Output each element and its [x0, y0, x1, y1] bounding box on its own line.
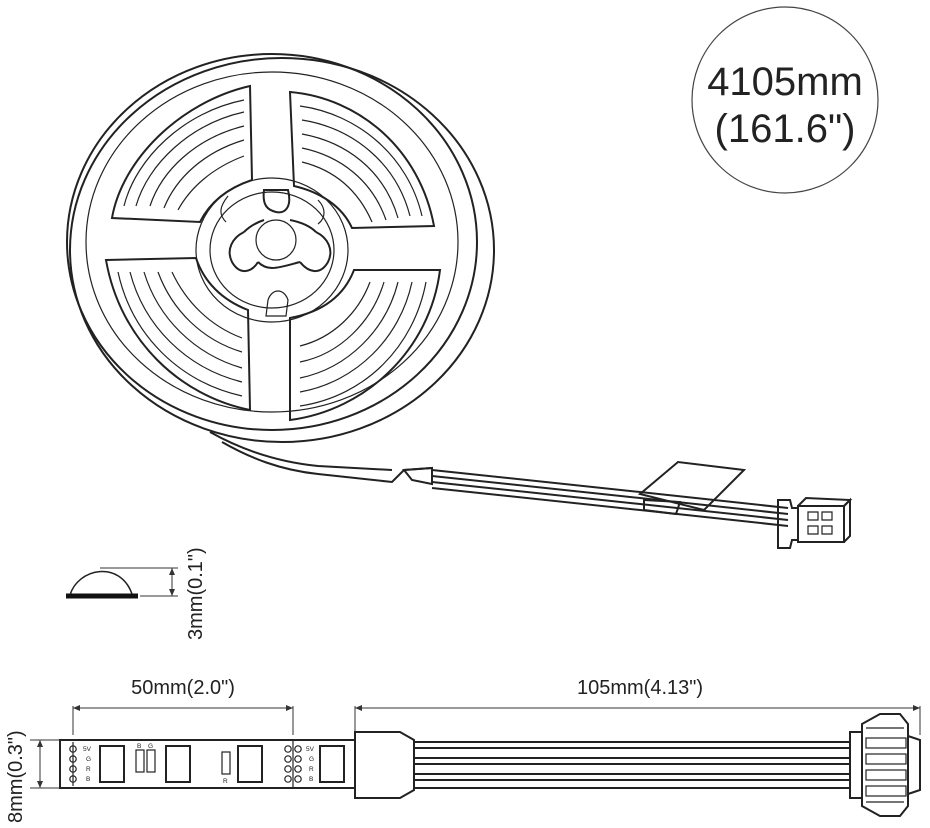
right-pad-5v: 5V: [306, 746, 315, 753]
reel-window-bottom-right: [289, 269, 442, 422]
strip-end-boot: [354, 731, 415, 799]
resistor-1: [135, 749, 145, 773]
cross-section: 3mm(0.1"): [66, 547, 207, 640]
reel-window-top-right: [288, 90, 436, 230]
resistor-2: [146, 749, 156, 773]
right-pad-b: B: [309, 776, 313, 783]
strip-tail-edge: [209, 431, 393, 471]
led-chip-4: [319, 745, 345, 783]
resistor-3: [221, 751, 231, 775]
reel-rim-back: [69, 57, 495, 443]
reel-hub: [195, 177, 349, 323]
strip-end-cap: [402, 466, 433, 486]
strip-tail: [221, 441, 433, 484]
wire-label-tag: [637, 460, 747, 512]
left-pad-5v: 5V: [83, 746, 92, 753]
badge-length-in: (161.6"): [715, 107, 856, 151]
width-label: 8mm(0.3"): [5, 730, 27, 823]
reel-rim-inner: [85, 71, 459, 413]
led-chip-1: [99, 745, 125, 783]
height-label: 3mm(0.1"): [185, 547, 207, 640]
wire-band: [643, 498, 682, 516]
reel-drawing: [66, 53, 495, 486]
strip-top-view: 50mm(2.0") 105mm(4.13") 8mm(0.3") B G R: [5, 677, 921, 823]
left-pad-b: B: [86, 776, 90, 783]
mid-pad-b: B: [137, 743, 141, 750]
mid-pad-g: G: [148, 743, 153, 750]
solder-pads-cut: 5V G R B: [284, 740, 315, 788]
end-connector: [849, 713, 921, 817]
led-chip-3: [237, 745, 263, 783]
led-chip-2: [165, 745, 191, 783]
lead-wires: [414, 741, 850, 789]
reel-lead-wires: [431, 460, 789, 527]
length-badge: 4105mm (161.6"): [691, 6, 879, 194]
left-pad-r: R: [86, 766, 91, 773]
mid-pad-r: R: [223, 778, 228, 785]
badge-length-mm: 4105mm: [707, 60, 863, 104]
reel-rim-front: [66, 53, 478, 431]
solder-pads-left: 5V G R B: [69, 742, 92, 786]
left-pad-g: G: [86, 756, 91, 763]
reel-window-top-left: [110, 84, 254, 224]
lead-length-label: 105mm(4.13"): [577, 677, 703, 699]
reel-connector: [777, 496, 853, 549]
reel-window-bottom-left: [104, 256, 252, 412]
right-pad-g: G: [309, 756, 314, 763]
segment-length-label: 50mm(2.0"): [131, 677, 235, 699]
right-pad-r: R: [309, 766, 314, 773]
